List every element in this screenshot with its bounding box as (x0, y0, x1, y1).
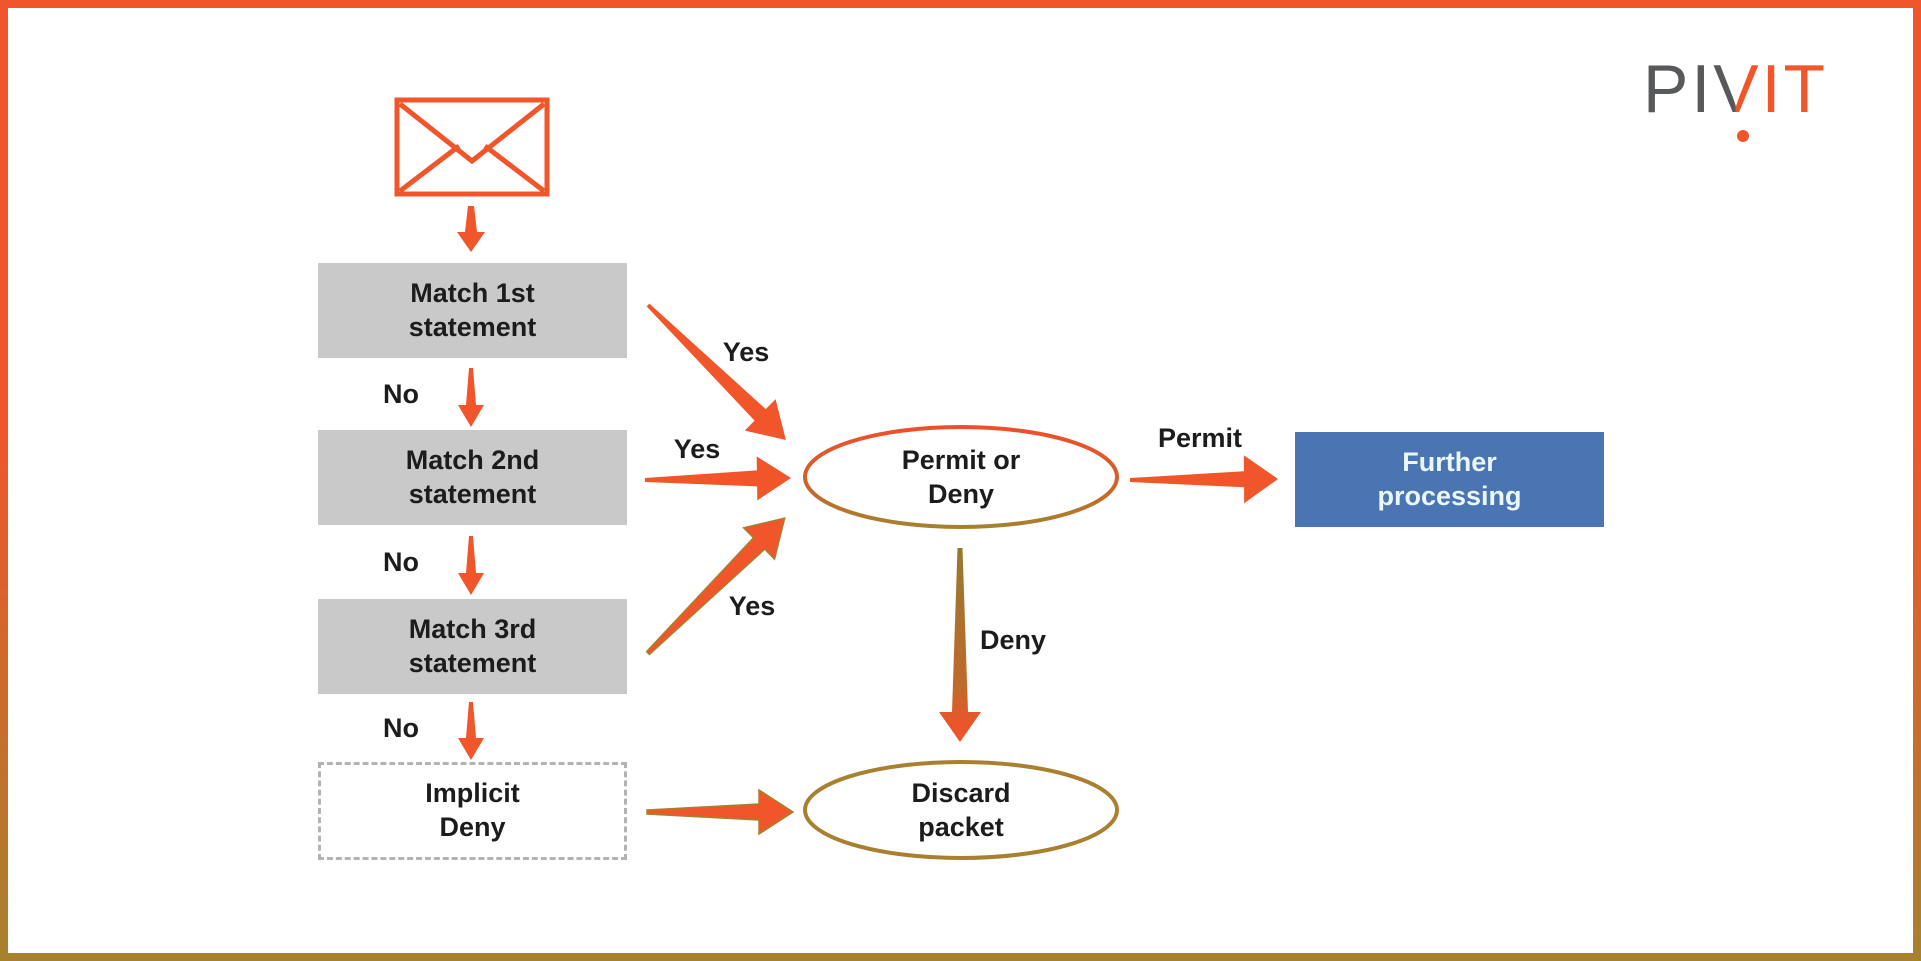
logo-part-v: V (1713, 56, 1761, 127)
node-label-line: statement (408, 478, 537, 509)
node-label-line: Match 1st (410, 277, 535, 308)
arrow-yes-match3-to-decision (645, 517, 786, 656)
node-label-line: statement (408, 311, 537, 342)
arrow-yes-match1-to-decision (646, 303, 786, 441)
envelope-icon (394, 97, 550, 197)
arrow-packet-to-match1 (457, 206, 485, 252)
node-label-line: Permit or (901, 445, 1021, 476)
arrow-deny-decision-to-discard (939, 548, 981, 742)
node-label-line: Match 3rd (408, 613, 537, 644)
logo-part-orange: IT (1762, 56, 1828, 127)
arrow-permit-decision-to-further (1129, 455, 1278, 504)
node-permit-or-deny: Permit or Deny (805, 428, 1117, 528)
logo-part-gray: PI (1643, 56, 1713, 127)
node-match-3rd-statement: Match 3rd statement (318, 599, 627, 694)
arrow-no-match2-to-match3 (458, 536, 484, 595)
edge-label-permit: Permit (1157, 423, 1243, 453)
node-label-line: Deny (439, 812, 506, 842)
edge-label-deny: Deny (980, 625, 1047, 655)
arrow-no-match3-to-implicit (458, 702, 484, 760)
edge-label-yes-1: Yes (722, 337, 770, 367)
node-label-line: processing (1377, 480, 1522, 511)
logo-exclamation-dot-icon (1737, 130, 1749, 142)
node-label-line: Match 2nd (405, 444, 540, 475)
edge-label-yes-2: Yes (673, 434, 721, 464)
node-match-2nd-statement: Match 2nd statement (318, 430, 627, 525)
arrow-implicit-to-discard (646, 788, 795, 836)
edge-label-no-3: No (383, 713, 419, 743)
edge-label-yes-3: Yes (728, 591, 776, 621)
node-discard-packet: Discard packet (805, 763, 1117, 858)
node-label-line: Discard (911, 777, 1011, 808)
node-further-processing: Further processing (1295, 432, 1604, 527)
edge-label-no-1: No (383, 379, 419, 409)
node-implicit-deny: Implicit Deny (318, 762, 627, 860)
edge-label-no-2: No (383, 547, 419, 577)
pivit-logo: PIVIT (1643, 56, 1828, 142)
node-label-line: Further (1402, 446, 1497, 477)
pivit-logo-text: PIVIT (1643, 56, 1828, 127)
node-label-line: Implicit (425, 778, 520, 809)
node-label-line: packet (918, 811, 1004, 842)
node-label-line: statement (408, 647, 537, 678)
arrow-no-match1-to-match2 (458, 368, 484, 427)
node-label-line: Deny (927, 479, 995, 509)
node-match-1st-statement: Match 1st statement (318, 263, 627, 358)
